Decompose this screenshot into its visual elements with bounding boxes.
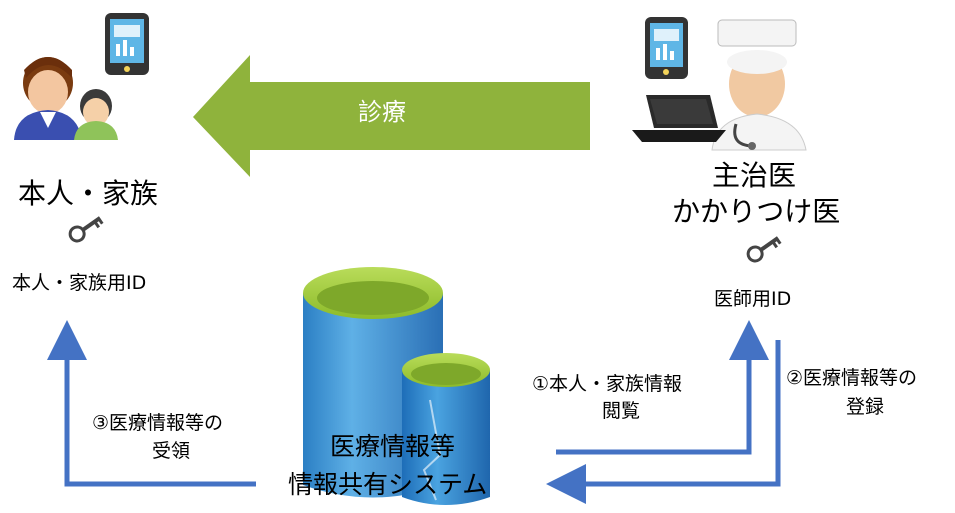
flow-arrow-register	[546, 340, 781, 504]
treatment-arrow-label: 診療	[358, 98, 406, 126]
smartphone-icon	[105, 13, 149, 75]
key-icon	[68, 216, 104, 243]
treatment-arrow	[193, 55, 590, 177]
flow-receive-label-2: 受領	[152, 440, 191, 462]
smartphone-icon	[645, 17, 688, 79]
flow-view-label-1: ①本人・家族情報	[532, 373, 683, 395]
flow-arrow-view	[556, 320, 769, 455]
flow-register-label-1: ②医療情報等の	[786, 367, 918, 389]
patient-title: 本人・家族	[18, 177, 159, 210]
patient-id-label: 本人・家族用ID	[12, 272, 147, 294]
flow-view-label-2: 閲覧	[602, 400, 641, 422]
flow-arrow-receive	[47, 320, 256, 487]
doctor-id-label: 医師用ID	[714, 288, 792, 310]
doctor-icon	[711, 19, 807, 151]
system-name-line2: 情報共有システム	[288, 470, 488, 499]
laptop-icon	[632, 95, 726, 142]
database-icon	[303, 267, 490, 505]
flow-receive-label-1: ③医療情報等の	[92, 412, 224, 434]
patient-family-icon	[14, 57, 118, 140]
system-name-line1: 医療情報等	[330, 432, 456, 461]
key-icon	[746, 236, 782, 263]
doctor-title-line1: 主治医	[712, 159, 797, 192]
doctor-title-line2: かかりつけ医	[672, 195, 841, 228]
flow-register-label-2: 登録	[846, 396, 885, 418]
